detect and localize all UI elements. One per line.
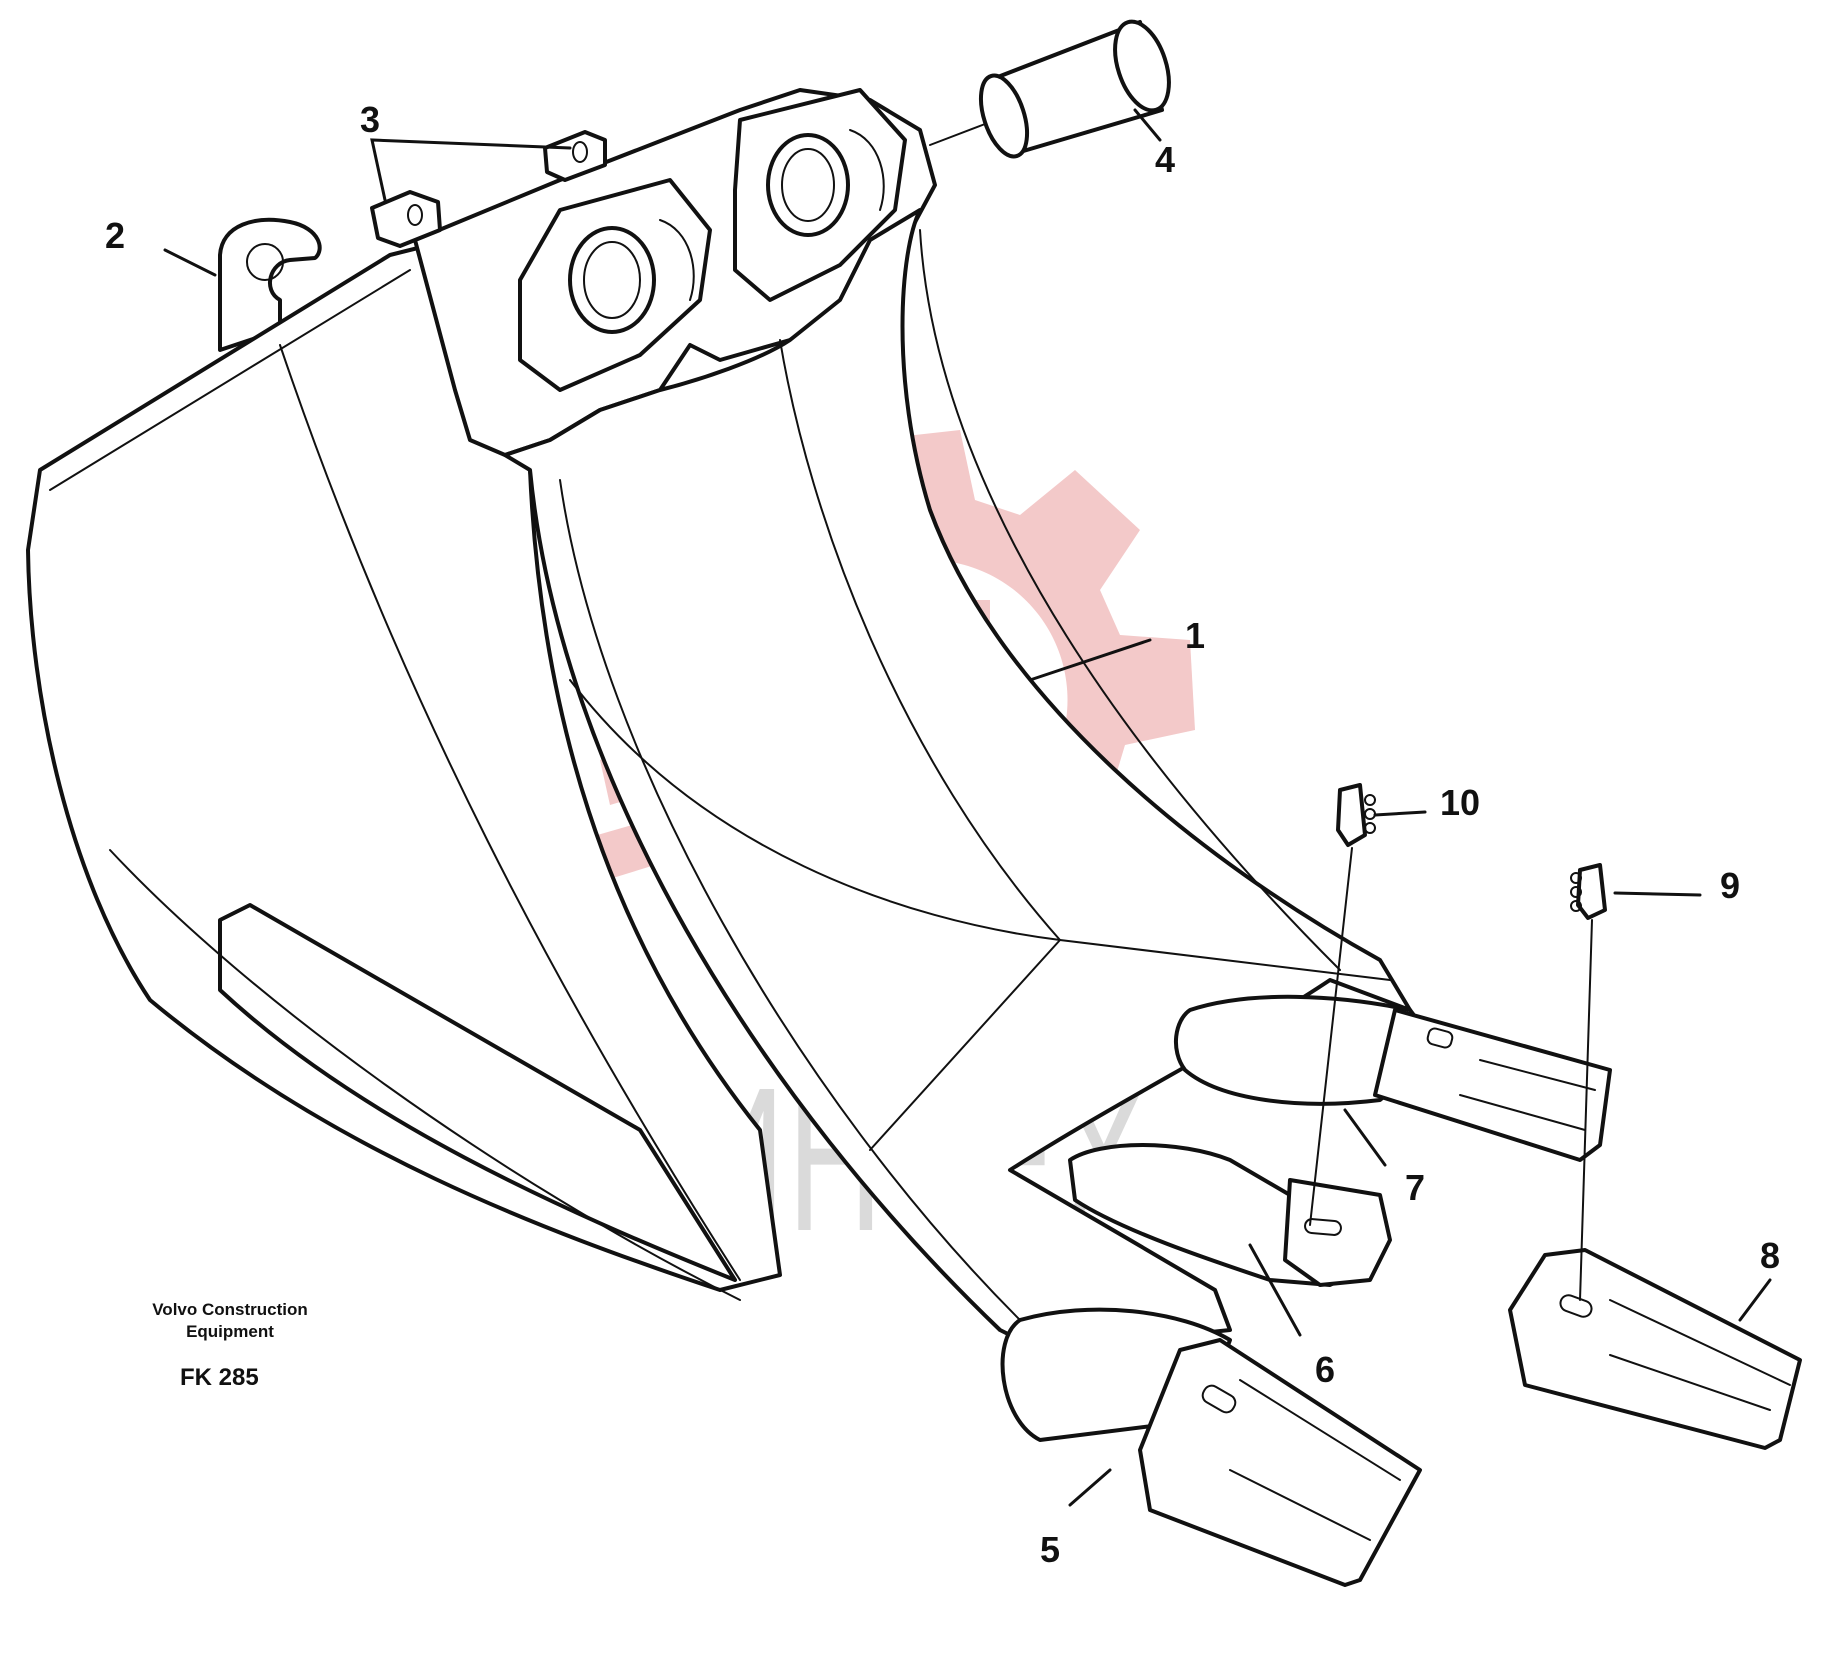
retainer-pin-part xyxy=(1570,863,1607,1301)
leader-5 xyxy=(1068,1468,1112,1507)
callout-10: 10 xyxy=(1440,782,1480,823)
callout-1: 1 xyxy=(1185,615,1205,656)
leader-3 xyxy=(370,138,572,202)
lifting-hook-part xyxy=(218,217,322,352)
leader-9 xyxy=(1613,891,1702,897)
callout-5: 5 xyxy=(1040,1529,1060,1570)
leader-1 xyxy=(1028,638,1152,682)
caption-maker-line2: Equipment xyxy=(186,1322,274,1341)
callout-9: 9 xyxy=(1720,865,1740,906)
leader-10 xyxy=(1373,810,1427,817)
upper-tooth-part xyxy=(1173,994,1612,1162)
callout-2: 2 xyxy=(105,215,125,256)
figure-code: FK 285 xyxy=(180,1364,259,1391)
tooth-tip-part xyxy=(1508,1248,1802,1450)
leader-7 xyxy=(1343,1108,1387,1167)
callout-3: 3 xyxy=(360,99,380,140)
leader-6 xyxy=(1248,1243,1302,1337)
locking-pin-part xyxy=(1309,783,1376,1226)
leader-2 xyxy=(163,248,217,277)
leader-8 xyxy=(1738,1278,1772,1322)
leader-lines xyxy=(163,108,1772,1507)
leader-4 xyxy=(1133,108,1162,142)
callout-7: 7 xyxy=(1405,1167,1425,1208)
lug-part xyxy=(370,130,607,248)
callout-4: 4 xyxy=(1155,139,1175,180)
caption: Volvo Construction Equipment FK 285 xyxy=(152,1300,308,1391)
lower-tooth-part xyxy=(1000,1307,1422,1587)
callouts: 1 2 3 4 5 6 7 8 9 10 xyxy=(105,99,1780,1570)
callout-8: 8 xyxy=(1760,1235,1780,1276)
callout-6: 6 xyxy=(1315,1349,1335,1390)
caption-maker: Volvo Construction xyxy=(152,1300,308,1319)
pin-part xyxy=(929,19,1171,159)
